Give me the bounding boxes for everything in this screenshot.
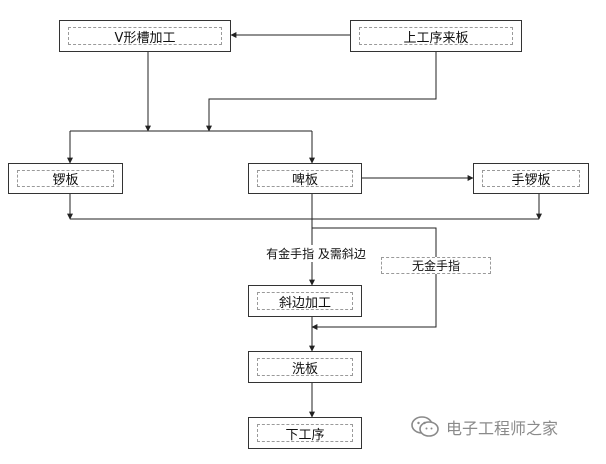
node-wash: 洗板 [248, 351, 362, 383]
node-routing: 锣板 [8, 163, 123, 194]
node-v-groove-label: V形槽加工 [68, 27, 222, 46]
node-bevel-label: 斜边加工 [257, 292, 353, 311]
line-bypass-no-gold-finger [311, 227, 437, 330]
wechat-icon [411, 416, 439, 437]
node-next-process-label: 下工序 [257, 424, 353, 443]
node-prev-process-label: 上工序来板 [359, 27, 513, 46]
node-routing-label: 锣板 [17, 170, 114, 188]
node-prev-process: 上工序来板 [350, 20, 522, 52]
node-hand-routing-label: 手锣板 [482, 170, 580, 188]
node-punching: 啤板 [248, 163, 362, 194]
node-v-groove: V形槽加工 [59, 20, 231, 52]
node-punching-label: 啤板 [257, 170, 353, 188]
condition-with-gold-finger: 有金手指 及需斜边 [254, 245, 378, 262]
node-next-process: 下工序 [248, 417, 362, 449]
node-bevel: 斜边加工 [248, 285, 362, 317]
line-prev-down [206, 52, 437, 132]
node-wash-label: 洗板 [257, 358, 353, 377]
node-hand-routing: 手锣板 [473, 163, 589, 194]
watermark: 电子工程师之家 [410, 412, 596, 442]
condition-no-gold-finger: 无金手指 [381, 257, 491, 274]
watermark-text: 电子工程师之家 [446, 419, 559, 438]
